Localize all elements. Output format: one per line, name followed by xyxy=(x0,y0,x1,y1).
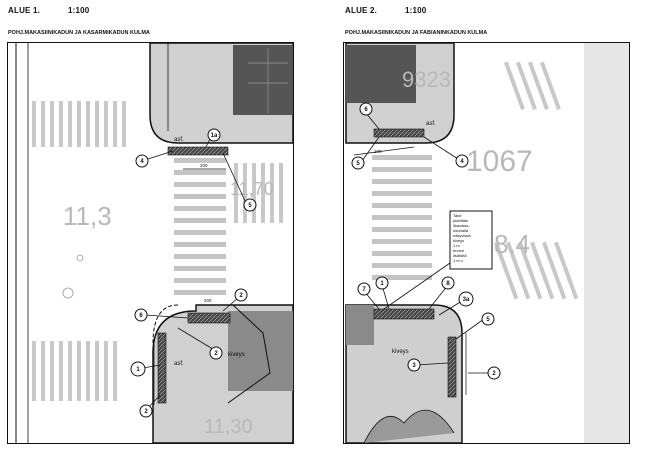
dark-building xyxy=(233,45,293,115)
marker-circle: 6 xyxy=(134,308,148,322)
svg-text:6: 6 xyxy=(139,313,143,319)
curb-hatch-top xyxy=(373,128,425,138)
marker-circle: 4 xyxy=(135,154,149,168)
grey-area xyxy=(346,305,374,345)
label-dim: 200 xyxy=(374,149,382,154)
svg-text:näkyvissä: näkyvissä xyxy=(453,233,471,238)
marker-circle: 6 xyxy=(359,102,373,116)
marker-circle: 4 xyxy=(455,154,469,168)
curb-hatch-top xyxy=(167,146,229,156)
label-number-mid: 1067 xyxy=(466,145,533,178)
marker-circle: 5 xyxy=(243,198,257,212)
right-strip xyxy=(584,43,629,443)
marker-circle: 3a xyxy=(458,291,474,307)
label-number-bottom: 11,30 xyxy=(204,416,253,438)
alue2-drawing: 9323 1067 8.4 asf. kiveys 200 Talot pide… xyxy=(345,42,629,444)
svg-text:5: 5 xyxy=(486,317,490,323)
marker-circle: 3 xyxy=(407,358,421,372)
right-stripes xyxy=(494,61,579,300)
marker-circle: 1 xyxy=(375,276,389,290)
alue1-plan: 11,3 11,30 11,70 asf. asf. kiveys 200 20… xyxy=(7,42,294,444)
svg-text:2: 2 xyxy=(144,409,148,415)
svg-text:lisätöitä: lisätöitä xyxy=(453,253,467,258)
label-number-top: 9323 xyxy=(402,67,451,92)
building-block-bottom xyxy=(345,304,463,444)
tree-symbol xyxy=(62,287,74,299)
label-number-right: 8.4 xyxy=(494,229,530,259)
crosswalk-stripes xyxy=(174,158,226,295)
label-asf-top: asf. xyxy=(174,137,184,143)
svg-text:1: 1 xyxy=(136,367,140,373)
note-box xyxy=(449,210,493,270)
svg-text:8: 8 xyxy=(446,281,450,287)
marker-circle: 1 xyxy=(130,361,146,377)
tree-shadow xyxy=(363,409,455,444)
label-kiveys: kiveys xyxy=(392,349,409,355)
svg-text:1 m: 1 m xyxy=(453,243,460,248)
curb-hatch-side xyxy=(157,332,167,404)
alue1-title: ALUE 1. xyxy=(8,6,41,15)
marker-circle: 1a xyxy=(207,128,221,142)
label-dim-top: 200 xyxy=(200,163,208,168)
marker-circle: 7 xyxy=(357,282,371,296)
svg-text:3: 3 xyxy=(412,363,416,369)
curb-hatch-side xyxy=(447,336,457,398)
svg-text:Talot: Talot xyxy=(453,213,462,218)
crosswalk-stripes xyxy=(372,155,432,280)
left-stripes-bottom xyxy=(32,341,117,401)
svg-text:1: 1 xyxy=(380,281,384,287)
label-dim-bottom: 200 xyxy=(204,298,212,303)
svg-text:3a: 3a xyxy=(463,297,470,303)
svg-text:2: 2 xyxy=(492,371,496,377)
svg-text:kiveys: kiveys xyxy=(453,238,464,243)
svg-text:lihavaiss-: lihavaiss- xyxy=(453,223,470,228)
marker-circle: 2 xyxy=(209,346,223,360)
svg-text:pidetään: pidetään xyxy=(453,218,468,223)
label-asf-bottom: asf. xyxy=(174,361,184,367)
marker-circle: 2 xyxy=(139,404,153,418)
marker-circle: 2 xyxy=(487,366,501,380)
alue2-plan: 9323 1067 8.4 asf. kiveys 200 Talot pide… xyxy=(343,42,630,444)
label-number-big: 11,3 xyxy=(63,201,112,231)
faint-lines xyxy=(248,48,288,113)
grey-area xyxy=(228,311,293,391)
dark-building xyxy=(346,45,416,103)
marker-circle: 8 xyxy=(441,276,455,290)
note-text: Talot pidetään lihavaiss- nauhalla näkyv… xyxy=(453,213,471,263)
alue2-subtitle: POHJ.MAKASIINIKADUN JA FABIANINKADUN KUL… xyxy=(345,30,488,36)
right-stripes-top xyxy=(234,163,283,223)
alue1-scale: 1:100 xyxy=(68,6,90,15)
svg-text:5: 5 xyxy=(248,203,252,209)
svg-text:4: 4 xyxy=(460,159,464,165)
label-kiveys: kiveys xyxy=(228,352,245,358)
alue2-scale: 1:100 xyxy=(405,6,427,15)
svg-text:2: 2 xyxy=(214,351,218,357)
curb-hatch-bottom xyxy=(187,312,231,324)
marker-circle: 5 xyxy=(481,312,495,326)
svg-text:2: 2 xyxy=(239,293,243,299)
label-asf: asf. xyxy=(426,121,436,127)
left-stripes-top xyxy=(32,101,126,147)
svg-text:5: 5 xyxy=(356,161,360,167)
alue2-title: ALUE 2. xyxy=(345,6,378,15)
svg-text:1 m v.: 1 m v. xyxy=(453,258,464,263)
svg-text:1a: 1a xyxy=(211,133,218,139)
curb-hatch-bottom xyxy=(373,308,435,320)
label-number-right: 11,70 xyxy=(230,179,274,199)
alue1-drawing: 11,3 11,30 11,70 asf. asf. kiveys 200 20… xyxy=(15,42,294,444)
marker-circle: 2 xyxy=(234,288,248,302)
svg-text:4: 4 xyxy=(140,159,144,165)
marker-circle: 5 xyxy=(351,156,365,170)
svg-text:ennen: ennen xyxy=(453,248,464,253)
svg-text:7: 7 xyxy=(362,287,366,293)
tree-symbol xyxy=(76,254,84,262)
alue1-subtitle: POHJ.MAKASIINIKADUN JA KASARMIKADUN KULM… xyxy=(8,30,150,36)
svg-text:nauhalla: nauhalla xyxy=(453,228,469,233)
svg-text:6: 6 xyxy=(364,107,368,113)
